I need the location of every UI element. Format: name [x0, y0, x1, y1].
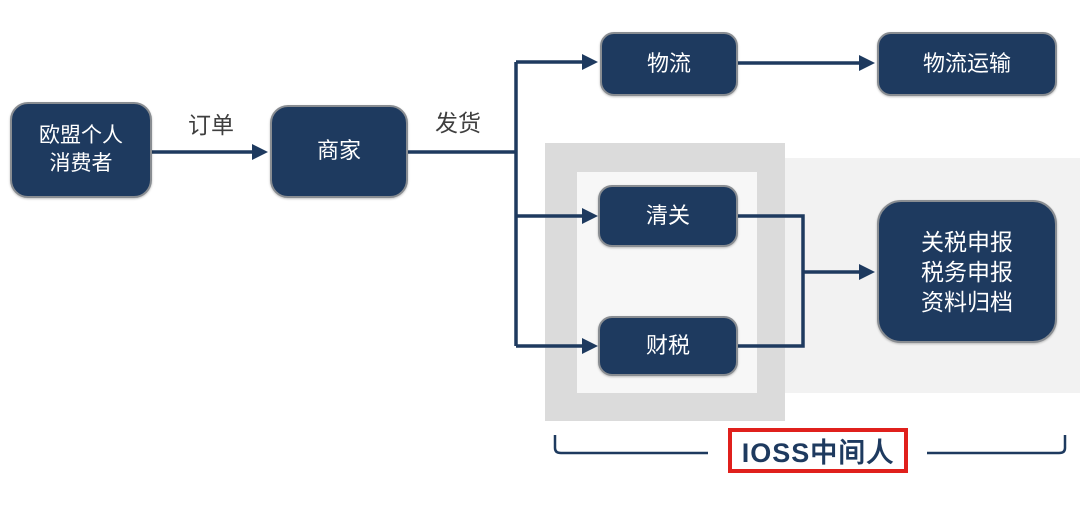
- finance-tax-label: 财税: [645, 332, 690, 358]
- arrowhead-customs: [582, 208, 598, 224]
- declaration-box: 关税申报 税务申报 资料归档: [877, 200, 1057, 343]
- logistics-box: 物流: [600, 32, 738, 96]
- arrowhead-logistics: [582, 54, 598, 70]
- arrowhead-declaration: [859, 264, 875, 280]
- arrowhead-financetax: [582, 338, 598, 354]
- declaration-label-line3: 资料归档: [921, 288, 1013, 315]
- logistics-transport-label: 物流运输: [922, 50, 1011, 76]
- consumer-label-line1: 欧盟个人: [39, 124, 123, 147]
- merchant-box: 商家: [270, 105, 408, 198]
- logistics-transport-box: 物流运输: [877, 32, 1057, 96]
- customs-box: 清关: [598, 185, 738, 247]
- arrowhead-merchant: [252, 144, 268, 160]
- consumer-box: 欧盟个人 消费者: [10, 102, 152, 198]
- logistics-label: 物流: [646, 50, 691, 76]
- arrowhead-transport: [859, 55, 875, 71]
- ioss-bracket-left: [553, 435, 708, 455]
- consumer-label-line2: 消费者: [49, 152, 113, 175]
- ioss-bracket-right: [927, 435, 1067, 455]
- finance-tax-box: 财税: [598, 316, 738, 376]
- edge-merge-bracket: [738, 214, 805, 348]
- declaration-label-line1: 关税申报: [921, 228, 1013, 255]
- merchant-label: 商家: [316, 138, 361, 164]
- order-edge-label: 订单: [188, 112, 234, 138]
- declaration-label-line2: 税务申报: [921, 258, 1013, 285]
- ioss-intermediary-text: IOSS中间人: [741, 438, 895, 468]
- customs-label: 清关: [645, 202, 690, 228]
- ioss-intermediary-label: IOSS中间人: [728, 428, 908, 473]
- ship-edge-label: 发货: [435, 110, 481, 136]
